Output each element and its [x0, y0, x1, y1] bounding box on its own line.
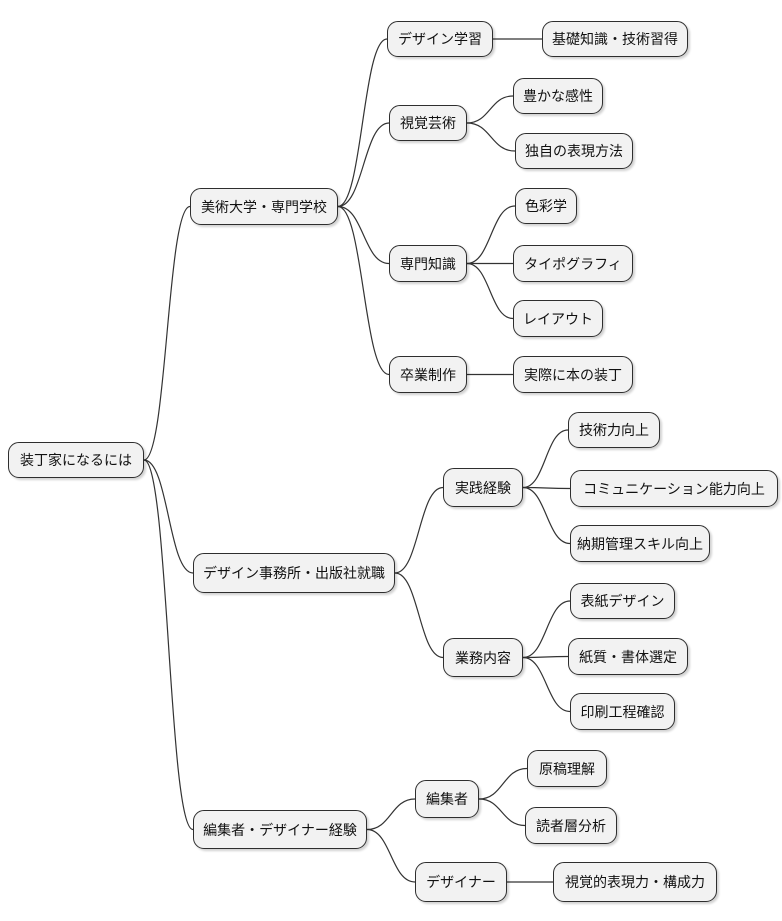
edge-art-school-to-graduation-work — [337, 205, 390, 376]
node-label-rich-sensitivity: 豊かな感性 — [523, 88, 593, 104]
node-label-layout: レイアウト — [523, 310, 593, 327]
edge-editor-designer-exp-to-editor — [366, 798, 416, 831]
edge-editor-to-manuscript — [478, 767, 528, 800]
mindmap-node-manuscript: 原稿理解 — [527, 750, 607, 787]
mindmap-node-visual-arts: 視覚芸術 — [389, 105, 467, 141]
edge-visual-arts-to-unique-expression — [466, 122, 516, 152]
mindmap-node-graduation-work: 卒業制作 — [389, 356, 467, 393]
edge-work-content-to-paper-typeface — [522, 655, 569, 659]
edge-root-to-design-office — [143, 459, 194, 574]
edge-practical-exp-to-tech-improvement — [522, 429, 569, 489]
edge-work-content-to-print-process — [522, 656, 571, 713]
edge-visual-arts-to-rich-sensitivity — [466, 95, 514, 124]
mindmap-node-rich-sensitivity: 豊かな感性 — [513, 78, 603, 114]
node-label-design-office: デザイン事務所・出版社就職 — [203, 565, 385, 581]
edge-design-office-to-work-content — [394, 572, 444, 659]
node-label-typography: タイポグラフィ — [524, 255, 622, 272]
node-label-designer: デザイナー — [426, 874, 496, 890]
node-label-graduation-work: 卒業制作 — [400, 366, 456, 383]
mindmap-node-editor-designer-exp: 編集者・デザイナー経験 — [193, 810, 367, 849]
edge-editor-to-reader-analysis — [478, 798, 526, 827]
edge-root-to-editor-designer-exp — [143, 459, 194, 831]
node-label-paper-typeface: 紙質・書体選定 — [579, 648, 677, 665]
node-label-reader-analysis: 読者層分析 — [536, 817, 606, 834]
mindmap-node-design-study: デザイン学習 — [387, 21, 493, 57]
mindmap-node-typography: タイポグラフィ — [513, 245, 633, 282]
mindmap-node-communication: コミュニケーション能力向上 — [570, 470, 778, 507]
edge-art-school-to-visual-arts — [337, 122, 390, 208]
edge-practical-exp-to-communication — [522, 486, 571, 490]
node-label-tech-improvement: 技術力向上 — [579, 422, 649, 438]
mindmap-node-practical-exp: 実践経験 — [443, 468, 523, 507]
edge-specialized-knowledge-to-layout — [466, 262, 514, 320]
node-label-visual-expression: 視覚的表現力・構成力 — [565, 874, 705, 890]
edge-art-school-to-design-study — [337, 38, 388, 208]
mindmap-node-paper-typeface: 紙質・書体選定 — [568, 638, 688, 675]
mindmap-node-root: 装丁家になるには — [8, 442, 144, 478]
node-label-design-study: デザイン学習 — [398, 31, 482, 47]
mindmap-node-editor: 編集者 — [415, 780, 479, 818]
mindmap-node-specialized-knowledge: 専門知識 — [389, 245, 467, 282]
node-label-practical-exp: 実践経験 — [455, 479, 511, 496]
node-label-root: 装丁家になるには — [20, 452, 132, 468]
mindmap-node-visual-expression: 視覚的表現力・構成力 — [553, 862, 717, 902]
node-label-actual-binding: 実際に本の装丁 — [524, 366, 622, 383]
node-label-art-school: 美術大学・専門学校 — [201, 198, 327, 215]
mindmap-node-color-science: 色彩学 — [515, 188, 577, 224]
node-label-editor-designer-exp: 編集者・デザイナー経験 — [203, 821, 357, 838]
node-label-work-content: 業務内容 — [455, 649, 511, 666]
mindmap-node-layout: レイアウト — [513, 300, 603, 337]
mindmap-node-basic-knowledge: 基礎知識・技術習得 — [542, 21, 688, 57]
node-label-editor: 編集者 — [426, 791, 468, 807]
mindmap-node-tech-improvement: 技術力向上 — [568, 412, 660, 448]
mindmap-node-work-content: 業務内容 — [443, 638, 523, 677]
mindmap-node-actual-binding: 実際に本の装丁 — [513, 356, 633, 393]
mindmap-node-designer: デザイナー — [415, 862, 507, 902]
mindmap-node-deadline: 納期管理スキル向上 — [570, 525, 710, 562]
node-label-unique-expression: 独自の表現方法 — [525, 143, 623, 159]
node-label-specialized-knowledge: 専門知識 — [400, 255, 456, 272]
node-label-deadline: 納期管理スキル向上 — [577, 535, 703, 552]
node-label-communication: コミュニケーション能力向上 — [583, 480, 765, 497]
node-label-manuscript: 原稿理解 — [539, 760, 595, 777]
mindmap-node-print-process: 印刷工程確認 — [570, 693, 675, 730]
edge-editor-designer-exp-to-designer — [366, 828, 416, 883]
edge-practical-exp-to-deadline — [522, 486, 571, 545]
mindmap-node-unique-expression: 独自の表現方法 — [515, 133, 633, 169]
edge-root-to-art-school — [143, 205, 191, 461]
mindmap-node-design-office: デザイン事務所・出版社就職 — [193, 553, 395, 593]
edge-specialized-knowledge-to-color-science — [466, 205, 516, 265]
edge-work-content-to-cover-design — [522, 600, 571, 659]
mindmap-node-reader-analysis: 読者層分析 — [525, 807, 617, 844]
edge-design-office-to-practical-exp — [394, 486, 444, 574]
node-label-print-process: 印刷工程確認 — [580, 703, 665, 720]
node-label-cover-design: 表紙デザイン — [580, 593, 665, 609]
node-label-visual-arts: 視覚芸術 — [400, 115, 456, 131]
mindmap-node-cover-design: 表紙デザイン — [570, 583, 675, 619]
node-label-basic-knowledge: 基礎知識・技術習得 — [552, 31, 678, 47]
mindmap-node-art-school: 美術大学・専門学校 — [190, 188, 338, 225]
node-label-color-science: 色彩学 — [525, 198, 567, 214]
edge-art-school-to-specialized-knowledge — [337, 205, 390, 265]
